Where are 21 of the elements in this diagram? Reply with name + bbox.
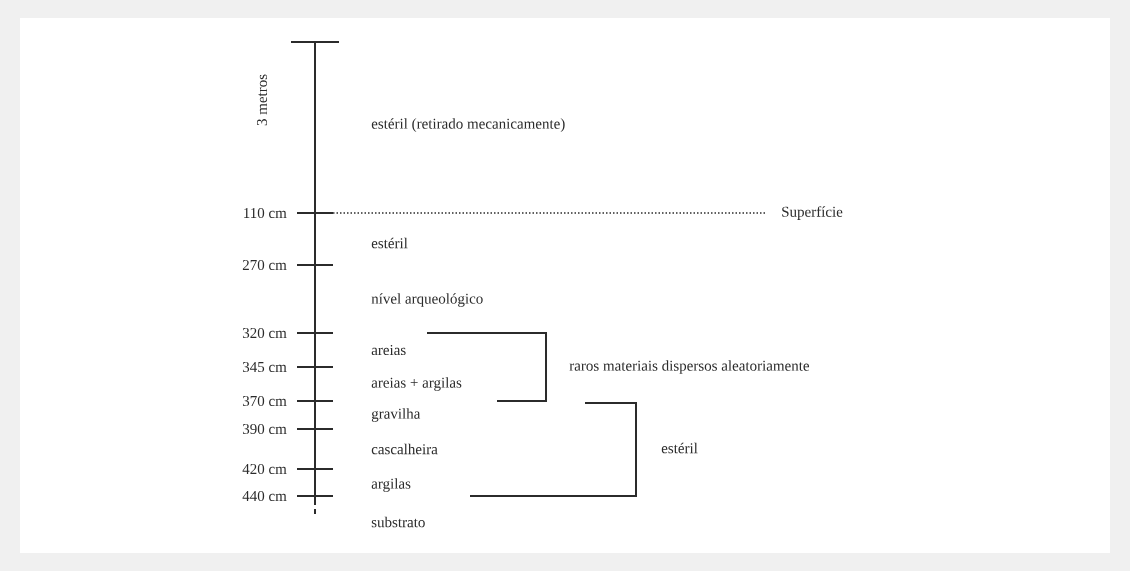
- depth-label: 420 cm: [242, 463, 287, 475]
- bracket-label: raros materiais dispersos aleatoriamente: [569, 360, 810, 374]
- layer-label: estéril (retirado mecanicamente): [371, 118, 565, 132]
- depth-label: 110 cm: [244, 207, 287, 219]
- layer-label: argilas: [371, 478, 411, 492]
- depth-label: 440 cm: [242, 490, 287, 502]
- layer-label: estéril: [371, 237, 408, 249]
- layer-label: gravilha: [371, 408, 421, 422]
- axis-label: 3 metros: [256, 74, 268, 126]
- depth-label: 370 cm: [242, 395, 287, 407]
- depth-label: 345 cm: [242, 361, 287, 373]
- depth-label: 270 cm: [242, 259, 287, 271]
- layer-label: areias + argilas: [371, 377, 462, 391]
- layer-label: cascalheira: [371, 443, 438, 455]
- layer-label: substrato: [371, 516, 425, 528]
- depth-label: 390 cm: [242, 423, 287, 435]
- layer-label: nível arqueológico: [371, 293, 483, 307]
- depth-label: 320 cm: [242, 327, 287, 339]
- layer-label: areias: [371, 344, 406, 356]
- level-label: Superfície: [782, 206, 843, 220]
- bracket-label: estéril: [661, 442, 698, 454]
